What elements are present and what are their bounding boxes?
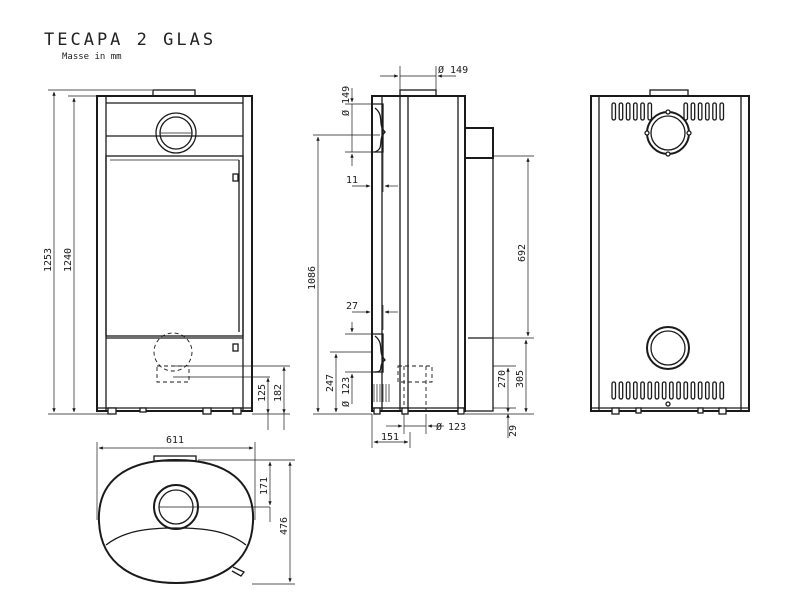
vent-slot bbox=[668, 381, 674, 400]
rear-air-inlet bbox=[646, 326, 690, 370]
vent-slot bbox=[719, 102, 725, 121]
door-handle-bottom bbox=[232, 343, 239, 352]
vent-slot bbox=[640, 381, 645, 400]
vent-slot bbox=[611, 102, 617, 121]
rear-top-collar bbox=[649, 89, 689, 97]
dim-247: 247 bbox=[325, 374, 336, 392]
vent-slot bbox=[683, 102, 689, 121]
dim-dia-149-side: Ø 149 bbox=[340, 86, 352, 116]
top-flue-outlet bbox=[153, 484, 270, 530]
vent-slot bbox=[690, 381, 696, 400]
rear-flue-outlet bbox=[644, 109, 692, 157]
dim-27: 27 bbox=[346, 301, 358, 312]
vent-slot bbox=[697, 102, 703, 121]
front-glass-door bbox=[105, 155, 244, 337]
front-air-inlet bbox=[153, 332, 193, 383]
top-body-outline bbox=[97, 458, 255, 585]
top-view bbox=[97, 455, 270, 585]
side-dimensions: Ø 149 Ø 149 11 1086 27 247 Ø 123 bbox=[307, 64, 534, 448]
side-flue-pipe bbox=[372, 103, 386, 153]
side-bottom-inlet bbox=[397, 365, 433, 411]
vent-slot bbox=[683, 381, 689, 400]
rear-vents-top bbox=[611, 102, 725, 121]
top-door-handle bbox=[231, 566, 246, 577]
door-handle-top bbox=[232, 173, 239, 182]
dim-171: 171 bbox=[259, 477, 270, 495]
dim-125: 125 bbox=[257, 384, 268, 402]
front-view bbox=[96, 89, 253, 415]
vent-slot bbox=[632, 102, 638, 121]
dim-151: 151 bbox=[381, 432, 399, 443]
side-view bbox=[371, 89, 494, 415]
dim-476: 476 bbox=[279, 517, 290, 535]
vent-slot bbox=[625, 102, 631, 121]
front-foot-right bbox=[232, 407, 242, 415]
vent-slot bbox=[625, 381, 631, 400]
side-top-collar bbox=[399, 89, 437, 97]
side-grille-left bbox=[373, 384, 390, 402]
rear-vents-bottom bbox=[611, 381, 725, 400]
vent-slot bbox=[647, 102, 653, 121]
vent-slot bbox=[690, 102, 696, 121]
vent-slot bbox=[654, 381, 660, 400]
dim-11: 11 bbox=[346, 175, 358, 186]
dim-1240: 1240 bbox=[63, 248, 74, 272]
rear-view bbox=[590, 89, 750, 415]
side-rear-connector bbox=[465, 127, 494, 159]
dim-1253: 1253 bbox=[43, 248, 54, 272]
front-dimensions: 1253 1240 125 182 bbox=[43, 89, 290, 430]
drawing-title: TECAPA 2 GLAS bbox=[44, 30, 217, 50]
dim-1086: 1086 bbox=[307, 266, 318, 290]
vent-slot bbox=[632, 381, 638, 400]
vent-slot bbox=[647, 381, 653, 400]
vent-slot bbox=[618, 102, 624, 121]
vent-slot bbox=[611, 381, 617, 400]
dim-305: 305 bbox=[515, 370, 526, 388]
front-flue-outlet bbox=[155, 112, 197, 154]
side-rear-panel bbox=[464, 157, 494, 412]
vent-slot bbox=[618, 381, 624, 400]
dim-270: 270 bbox=[497, 370, 508, 388]
side-body-outline bbox=[371, 95, 466, 412]
dim-29: 29 bbox=[508, 425, 519, 437]
vent-slot bbox=[676, 381, 681, 400]
vent-slot bbox=[712, 102, 717, 121]
vent-slot bbox=[661, 381, 667, 400]
vent-slot bbox=[719, 381, 725, 400]
dim-182: 182 bbox=[273, 384, 284, 402]
dim-611: 611 bbox=[166, 435, 184, 446]
vent-slot bbox=[704, 102, 710, 121]
vent-slot bbox=[712, 381, 717, 400]
dim-dia-149-top: Ø 149 bbox=[438, 64, 468, 76]
drawing-units-note: Masse in mm bbox=[62, 52, 122, 62]
rear-body-outline bbox=[590, 95, 750, 412]
top-dimensions: 611 171 476 bbox=[96, 435, 295, 585]
vent-slot bbox=[697, 381, 703, 400]
dim-dia-123-bottom: Ø 123 bbox=[436, 421, 466, 433]
top-rear-collar bbox=[153, 455, 197, 462]
side-air-pipe bbox=[372, 333, 386, 373]
dim-dia-123-side: Ø 123 bbox=[340, 377, 352, 407]
front-body-outline bbox=[96, 95, 253, 412]
dim-692: 692 bbox=[517, 244, 528, 262]
front-foot-left bbox=[107, 407, 117, 415]
front-top-collar bbox=[152, 89, 196, 97]
vent-slot bbox=[640, 102, 645, 121]
vent-slot bbox=[704, 381, 710, 400]
